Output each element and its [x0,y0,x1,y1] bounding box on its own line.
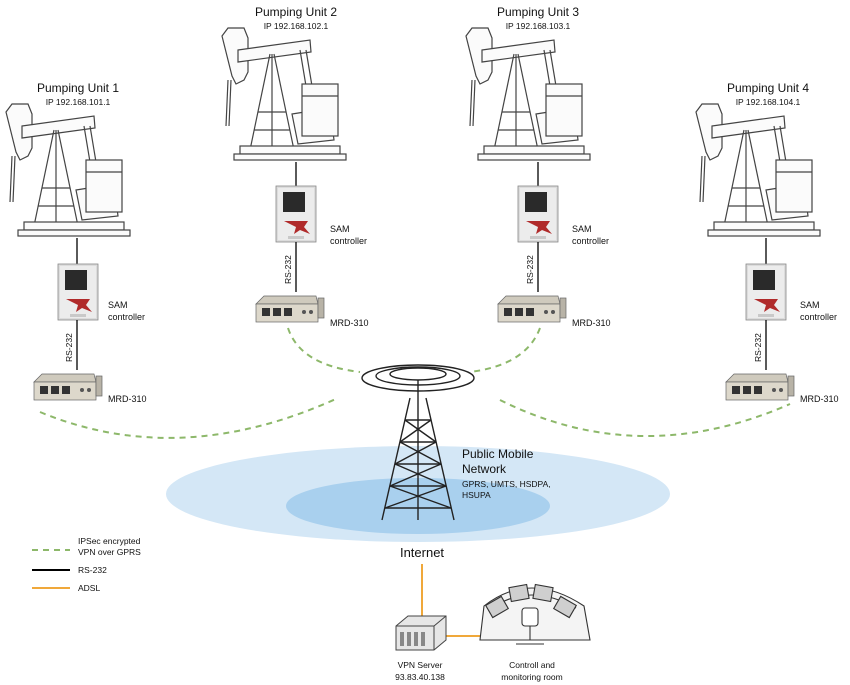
pumping-unit-4: Pumping Unit 4 IP 192.168.104.1 SAM cont… [695,81,839,404]
unit-ip: IP 192.168.103.1 [506,21,571,31]
unit-title: Pumping Unit 2 [255,5,337,19]
router-label: MRD-310 [572,318,611,328]
vpn-server-label-line1: VPN Server [398,660,443,670]
controller-label-line1: SAM [800,300,820,310]
rs232-label: RS-232 [525,255,535,284]
mrd-310-router-icon [255,295,325,323]
legend: IPSec encrypted VPN over GPRS RS-232 ADS… [32,536,141,593]
pumping-unit-1: Pumping Unit 1 IP 192.168.101.1 SAM cont… [5,81,147,404]
unit-ip: IP 192.168.102.1 [264,21,329,31]
legend-vpn-line1: IPSec encrypted [78,536,141,546]
vpn-link-unit-4 [499,399,791,437]
mrd-310-router-icon [497,295,567,323]
vpn-links [39,327,791,439]
pumping-unit-3: Pumping Unit 3 IP 192.168.103.1 SAM cont… [465,5,611,328]
controller-label-line2: controller [800,312,837,322]
pump-jack-icon [465,27,591,161]
vpn-link-unit-1 [39,397,339,439]
controller-label-line1: SAM [330,224,350,234]
unit-ip: IP 192.168.104.1 [736,97,801,107]
router-label: MRD-310 [330,318,369,328]
controller-label-line1: SAM [572,224,592,234]
unit-title: Pumping Unit 3 [497,5,579,19]
network-label-line1: Public Mobile [462,447,534,461]
sam-controller-icon [57,263,99,321]
pumping-unit-2: Pumping Unit 2 IP 192.168.102.1 SAM cont… [221,5,369,328]
control-room-label-line2: monitoring room [501,672,562,682]
vpn-link-unit-2 [287,327,361,373]
sam-controller-icon [275,185,317,243]
router-label: MRD-310 [800,394,839,404]
unit-ip: IP 192.168.101.1 [46,97,111,107]
control-room-icon [479,583,591,645]
vpn-link-unit-3 [469,327,541,373]
legend-vpn-line2: VPN over GPRS [78,547,141,557]
vpn-server-label-line2: 93.83.40.138 [395,672,445,682]
rs232-label: RS-232 [283,255,293,284]
unit-title: Pumping Unit 4 [727,81,809,95]
pump-jack-icon [221,27,347,161]
pump-jack-icon [695,103,821,237]
cell-tower-icon [361,364,475,521]
sam-controller-icon [745,263,787,321]
controller-label-line2: controller [330,236,367,246]
controller-label-line2: controller [108,312,145,322]
vpn-server-icon [395,615,447,651]
sam-controller-icon [517,185,559,243]
controller-label-line1: SAM [108,300,128,310]
router-label: MRD-310 [108,394,147,404]
rs232-label: RS-232 [753,333,763,362]
network-tech-line1: GPRS, UMTS, HSDPA, [462,479,551,489]
mrd-310-router-icon [33,373,103,401]
legend-adsl-label: ADSL [78,583,100,593]
rs232-label: RS-232 [64,333,74,362]
control-room-label-line1: Controll and [509,660,555,670]
network-tech-line2: HSUPA [462,490,491,500]
network-label-line2: Network [462,462,507,476]
legend-rs232-label: RS-232 [78,565,107,575]
controller-label-line2: controller [572,236,609,246]
pump-jack-icon [5,103,131,237]
internet-label: Internet [400,545,444,560]
unit-title: Pumping Unit 1 [37,81,119,95]
mrd-310-router-icon [725,373,795,401]
